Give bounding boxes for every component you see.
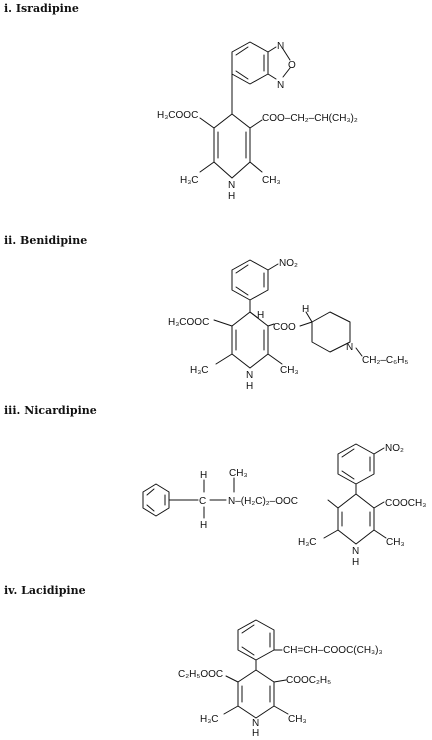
- nicardipine-benzyl-phenyl-ring: [142, 483, 170, 517]
- benidipine-piperidine-ring: [311, 311, 351, 353]
- lacidipine-right-ester: COOC₂H₅: [286, 675, 331, 686]
- benidipine-h-piperidine: H: [302, 304, 309, 315]
- lacidipine-ring-n: N: [252, 718, 259, 729]
- nicardipine-nitro: NO₂: [385, 443, 404, 454]
- isradipine-o1: O: [288, 60, 296, 71]
- nicardipine-linker-chain: N–(H₂C)₂–OOC: [228, 496, 298, 507]
- lacidipine-ring-h: H: [252, 728, 259, 739]
- benidipine-left-methyl: H₃C: [190, 365, 209, 376]
- lacidipine-phenyl-ring: [237, 619, 275, 661]
- isradipine-right-methyl: CH₃: [262, 175, 281, 186]
- isradipine-right-ester: COO–CH₂–CH(CH₃)₂: [262, 113, 358, 124]
- benidipine-left-ester: H₃COOC: [168, 317, 209, 328]
- benidipine-phenyl-ring: [231, 259, 269, 301]
- benidipine-structure: NO₂ H H₃COOC COO H N CH₂–C₆H₅ H₃C CH₃ N …: [168, 258, 408, 392]
- isradipine-structure: N O N H₃COOC COO–CH₂–CH(CH₃)₂ H₃C CH₃ N …: [157, 41, 358, 202]
- nicardipine-ring-n: N: [352, 546, 359, 557]
- lacidipine-left-ester: C₂H₅OOC: [178, 669, 223, 680]
- benidipine-coo: COO: [273, 322, 296, 333]
- isradipine-left-methyl: H₃C: [180, 175, 199, 186]
- lacidipine-structure: CH=CH–COOC(CH₃)₃ C₂H₅OOC COOC₂H₅ H₃C CH₃…: [178, 619, 383, 739]
- nicardipine-left-methyl: H₃C: [298, 537, 317, 548]
- nicardipine-h-top: H: [200, 470, 207, 481]
- lacidipine-right-methyl: CH₃: [288, 714, 307, 725]
- isradipine-benzene-ring: [231, 41, 269, 85]
- nicardipine-h-bottom: H: [200, 520, 207, 531]
- nicardipine-right-ester: COOCH₃: [385, 498, 426, 509]
- heading-isradipine: i. Isradipine: [4, 2, 79, 15]
- heading-benidipine: ii. Benidipine: [4, 234, 88, 247]
- nicardipine-dhp-ring: [337, 493, 375, 545]
- benidipine-nitro: NO₂: [279, 258, 298, 269]
- lacidipine-side-chain: CH=CH–COOC(CH₃)₃: [283, 645, 383, 656]
- isradipine-n2: N: [277, 80, 284, 91]
- nicardipine-nitrophenyl-ring: [337, 443, 375, 485]
- lacidipine-left-methyl: H₃C: [200, 714, 219, 725]
- nicardipine-n-methyl: CH₃: [229, 468, 248, 479]
- isradipine-n1: N: [277, 41, 284, 52]
- benidipine-n-substituent: CH₂–C₆H₅: [362, 355, 408, 366]
- isradipine-dhp-ring: [213, 113, 251, 179]
- isradipine-left-ester: H₃COOC: [157, 110, 198, 121]
- benidipine-ring-h: H: [246, 381, 253, 392]
- heading-nicardipine: iii. Nicardipine: [4, 404, 97, 417]
- nicardipine-c: C: [199, 496, 206, 507]
- benidipine-piperidine-n: N: [346, 342, 353, 353]
- nicardipine-structure: C H H CH₃ N–(H₂C)₂–OOC NO₂ COOCH₃ H₃C CH…: [142, 443, 426, 568]
- benidipine-h4: H: [257, 310, 264, 321]
- isradipine-ring-h: H: [228, 191, 235, 202]
- nicardipine-right-methyl: CH₃: [386, 537, 405, 548]
- lacidipine-dhp-ring: [237, 669, 275, 719]
- benidipine-ring-n: N: [246, 370, 253, 381]
- heading-lacidipine: iv. Lacidipine: [4, 584, 86, 597]
- isradipine-ring-n: N: [228, 180, 235, 191]
- benidipine-right-methyl: CH₃: [280, 365, 299, 376]
- nicardipine-ring-h: H: [352, 557, 359, 568]
